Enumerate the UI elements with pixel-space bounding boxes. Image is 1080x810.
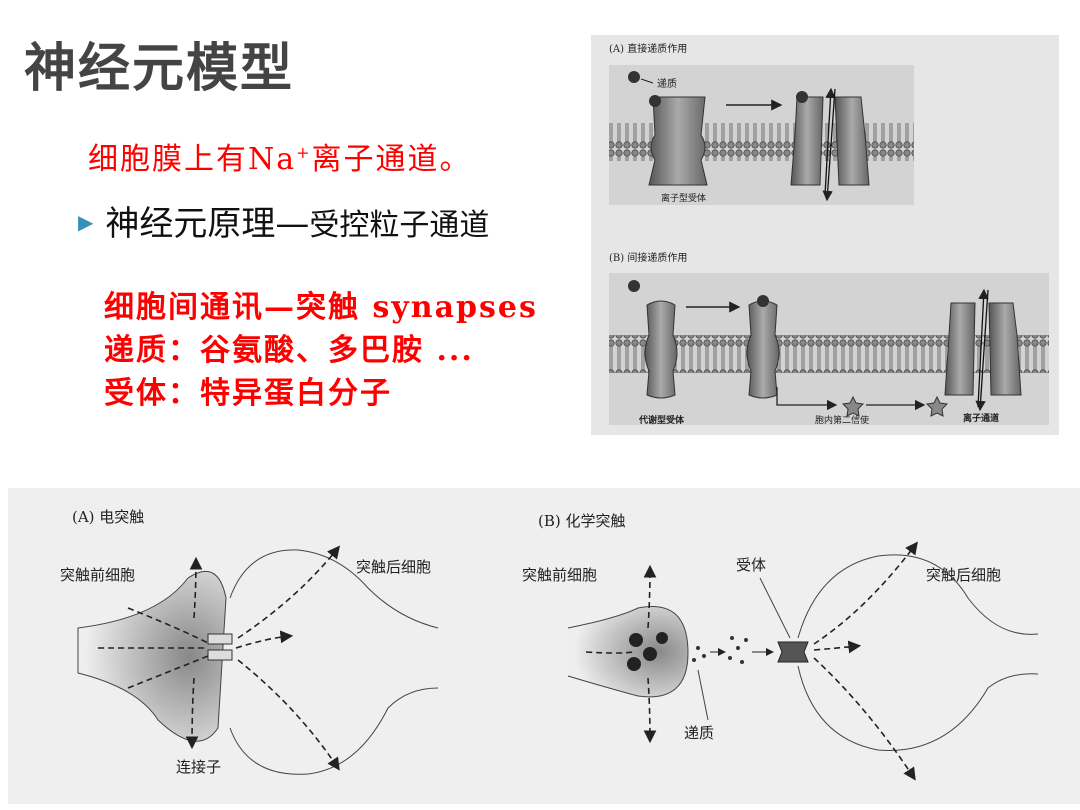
receptor-figure-svg: (A) 直接递质作用 递质 离子型受体 (B) 间接递质作用 代谢 — [609, 42, 1049, 426]
presynaptic-terminal-b — [567, 606, 689, 698]
ionotropic-open-right — [834, 96, 870, 186]
label-indirect: (B) 间接递质作用 — [609, 251, 687, 264]
bullet-sub-text: 受控粒子通道 — [309, 208, 490, 243]
vesicle — [643, 647, 657, 661]
bullet-triangle-icon: ▶ — [78, 210, 94, 234]
line1-superscript: + — [296, 143, 312, 162]
label-ion-channel: 离子通道 — [963, 412, 999, 424]
label-chemical-synapse: (B) 化学突触 — [538, 512, 626, 530]
bullet-main-text: 神经元原理— — [105, 204, 310, 244]
ionotropic-receptor-closed — [648, 96, 708, 186]
released-transmitter-dots — [692, 636, 748, 664]
transmitter-molecule — [628, 71, 640, 83]
postsynaptic-receptor — [777, 641, 809, 663]
synapse-figure-svg: (A) 电突触 突触前细胞 突触后细胞 连接子 (B) 化学突触 突触前细胞 受… — [60, 508, 1039, 781]
label-electrical-synapse: (A) 电突触 — [72, 508, 144, 526]
metabotropic-receptor-a — [644, 300, 678, 399]
synapse-notes: 细胞间通讯—突触 synapses 递质：谷氨酸、多巴胺 ... 受体：特异蛋白… — [104, 286, 538, 415]
label-presynaptic-b: 突触前细胞 — [522, 566, 597, 584]
slide-title: 神经元模型 — [24, 39, 295, 99]
receptor-figure: (A) 直接递质作用 递质 离子型受体 (B) 间接递质作用 代谢 — [591, 35, 1059, 435]
presynaptic-cell-a — [77, 570, 227, 742]
sodium-channel-line: 细胞膜上有Na+离子通道。 — [88, 134, 472, 178]
line1-suffix: 离子通道。 — [311, 142, 472, 177]
label-ionotropic: 离子型受体 — [661, 192, 706, 204]
vesicle — [627, 657, 641, 671]
ion-channel-right — [988, 302, 1022, 396]
bullet-principle: ▶ 神经元原理—受控粒子通道 — [78, 196, 489, 245]
label-postsynaptic-b: 突触后细胞 — [926, 566, 1001, 584]
label-receptor: 受体 — [736, 556, 766, 574]
red-line-2: 递质：谷氨酸、多巴胺 ... — [104, 333, 474, 368]
ion-channel-left — [944, 302, 976, 396]
vesicle — [656, 632, 668, 644]
vesicle — [629, 633, 643, 647]
line1-prefix: 细胞膜上有Na — [88, 142, 297, 177]
red-line-3: 受体：特异蛋白分子 — [104, 376, 392, 411]
label-direct: (A) 直接递质作用 — [609, 42, 687, 55]
label-transmitter: 递质 — [657, 77, 677, 90]
label-postsynaptic-a: 突触后细胞 — [356, 558, 431, 576]
ionotropic-open-left — [790, 96, 824, 186]
label-second-messenger: 胞内第二信使 — [815, 414, 869, 426]
label-metabotropic: 代谢型受体 — [638, 414, 685, 426]
metabotropic-receptor-b — [746, 300, 780, 399]
second-messenger-star — [841, 395, 865, 417]
connexon-upper — [207, 633, 233, 645]
label-transmitter-b: 递质 — [684, 724, 714, 742]
label-presynaptic-a: 突触前细胞 — [60, 566, 135, 584]
membrane-b — [609, 335, 1049, 373]
red-line-1: 细胞间通讯—突触 synapses — [104, 290, 538, 325]
synapse-figure: (A) 电突触 突触前细胞 突触后细胞 连接子 (B) 化学突触 突触前细胞 受… — [8, 488, 1080, 804]
connexon-lower — [207, 649, 233, 661]
label-connexon: 连接子 — [176, 758, 221, 776]
